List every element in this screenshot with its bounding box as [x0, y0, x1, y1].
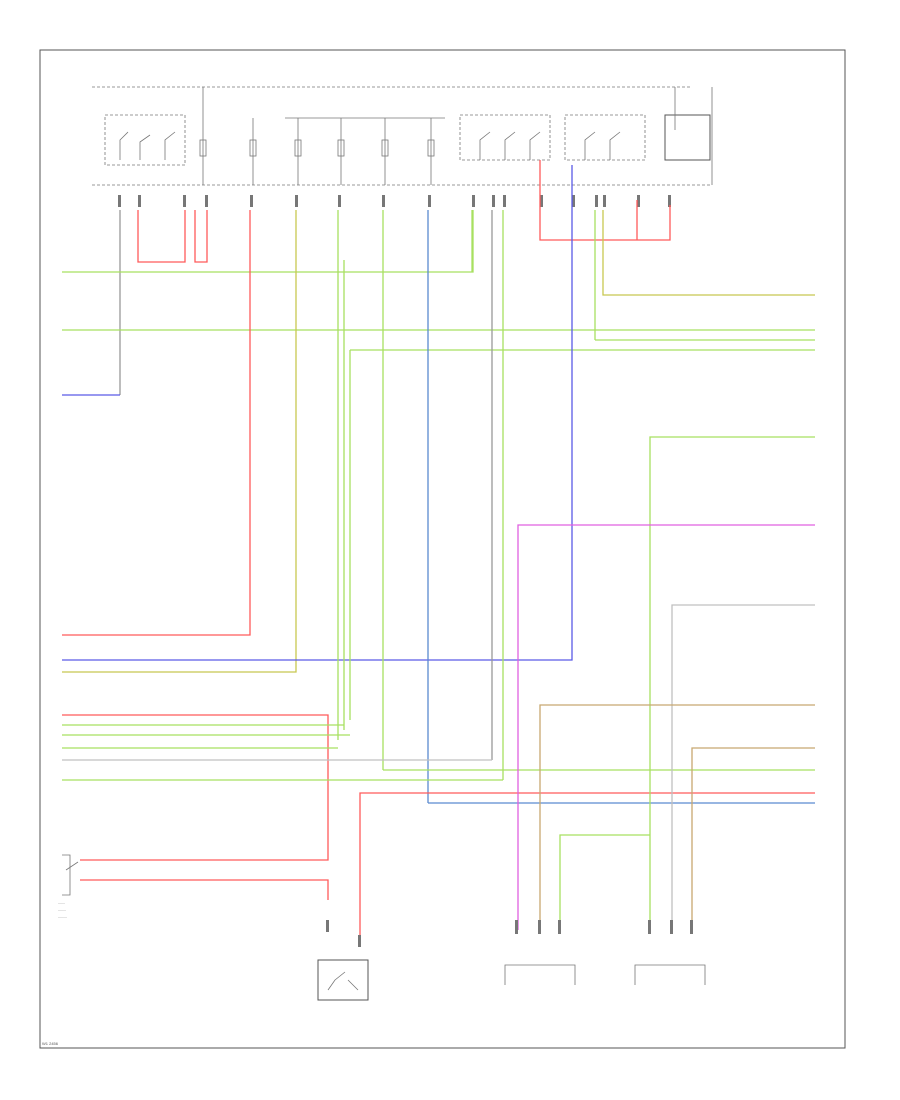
bottom-components: ······· ········ ········· — [58, 854, 706, 1001]
panel-connector-pins — [118, 195, 671, 207]
footer-code: W1 2456 — [42, 1041, 59, 1046]
wire-runs — [62, 160, 815, 945]
svg-text:·········: ········· — [58, 916, 67, 920]
diagram-frame — [39, 49, 846, 1049]
svg-text:·······: ······· — [58, 902, 65, 906]
svg-text:········: ········ — [58, 909, 66, 913]
fuse-relay-panel — [92, 86, 713, 186]
